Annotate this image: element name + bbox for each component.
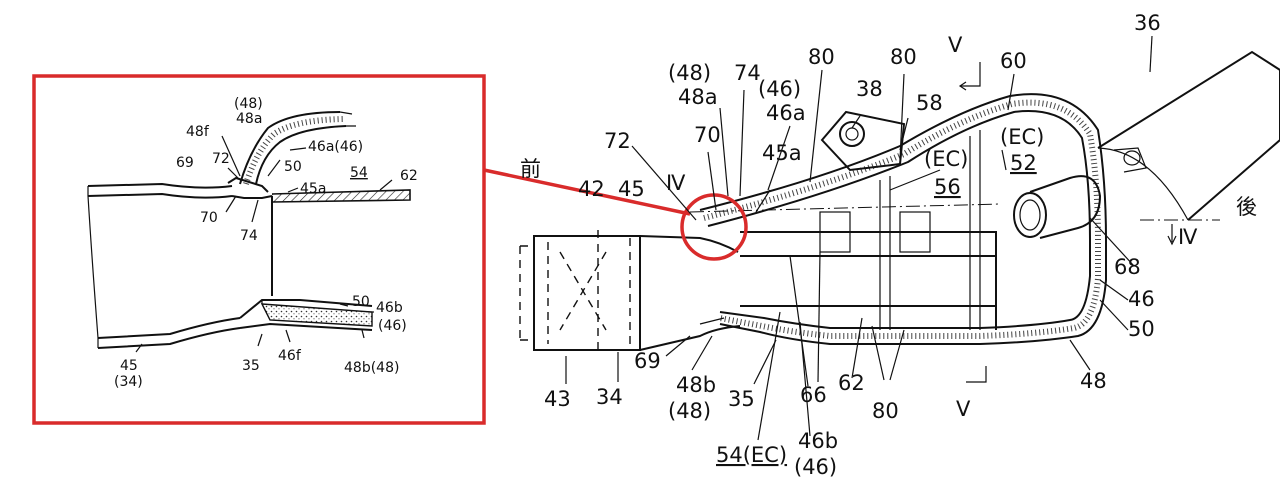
label-48-paren: (48) [668, 61, 711, 85]
inset-label-70: 70 [200, 210, 218, 226]
inlet-box-42 [533, 235, 641, 351]
label-56: 56 [934, 175, 961, 199]
flange-bolt [1123, 150, 1141, 166]
label-ec-52: (EC) [1000, 125, 1044, 149]
muffler-shell-inner-46 [707, 110, 1091, 329]
inset-label-48p: (48) [234, 96, 263, 112]
inset-label-50b: 50 [352, 294, 370, 310]
label-48a: 48a [678, 85, 718, 109]
inset-label-48f: 48f [186, 124, 210, 140]
label-54ec: 54(EC) [716, 443, 787, 467]
inset-pipe-62 [271, 189, 411, 203]
label-46: 46 [1128, 287, 1155, 311]
inset-label-62: 62 [400, 168, 418, 184]
label-iv-right: Ⅳ [1178, 225, 1198, 249]
label-front: 前 [520, 157, 541, 181]
label-43: 43 [544, 387, 571, 411]
main-figure [519, 35, 1280, 441]
outlet-pipe-68 [1029, 175, 1102, 239]
label-68: 68 [1114, 255, 1141, 279]
label-50: 50 [1128, 317, 1155, 341]
inset-wall-46a [255, 125, 347, 185]
label-80-top-right: 80 [890, 45, 917, 69]
pipe-66 [819, 211, 851, 253]
highlight-circle [680, 193, 748, 261]
label-48b-paren: (48) [668, 399, 711, 423]
muffler-insulation-50 [703, 99, 1101, 339]
label-80-top-left: 80 [808, 45, 835, 69]
tail-pipe-36 [1097, 50, 1280, 221]
label-60: 60 [1000, 49, 1027, 73]
inset-frame [32, 74, 486, 425]
inset-label-45: 45 [120, 358, 138, 374]
label-70: 70 [694, 123, 721, 147]
label-46b-paren: (46) [794, 455, 837, 479]
label-35: 35 [728, 387, 755, 411]
label-74: 74 [734, 61, 761, 85]
inset-label-48b: 48b(48) [344, 360, 399, 376]
partition-upper [740, 231, 997, 330]
inset-label-48a: 48a [236, 111, 262, 127]
label-80-bottom: 80 [872, 399, 899, 423]
inset-label-45a: 45a [300, 181, 326, 197]
label-46-paren: (46) [758, 77, 801, 101]
label-52: 52 [1010, 151, 1037, 175]
main-labels: 36 80 80 Ⅴ 60 (48) 48a 74 (46) 46a 38 58… [520, 11, 1257, 479]
label-ec-56: (EC) [924, 147, 968, 171]
muffler-shell-outer-48 [699, 93, 1107, 345]
inset-label-74: 74 [240, 228, 258, 244]
callout-connector [483, 168, 691, 216]
label-rear: 後 [1236, 195, 1257, 219]
inset-pipe-upper-inner [87, 192, 233, 199]
inset-insulation-50-lower [260, 303, 373, 327]
inset-insulation-50-upper [243, 116, 344, 185]
label-34: 34 [596, 385, 623, 409]
detail-inset: (48) 48a 48f 69 72 50 46a(46) 54 62 45a … [32, 74, 486, 425]
label-46b: 46b [798, 429, 838, 453]
inset-label-50a: 50 [284, 159, 302, 175]
inset-label-34: (34) [114, 374, 143, 390]
label-72: 72 [604, 129, 631, 153]
inset-pipe-upper-outer [87, 182, 233, 189]
inset-label-72: 72 [212, 151, 230, 167]
inset-label-46b: 46b [376, 300, 403, 316]
label-36: 36 [1134, 11, 1161, 35]
label-38: 38 [856, 77, 883, 101]
inset-label-46b-paren: (46) [378, 318, 407, 334]
inset-wall-48a [239, 111, 341, 185]
inset-label-46a: 46a(46) [308, 139, 363, 155]
label-58: 58 [916, 91, 943, 115]
inset-label-46f: 46f [278, 348, 302, 364]
inset-label-35: 35 [242, 358, 260, 374]
inset-label-69: 69 [176, 155, 194, 171]
label-v-bottom: Ⅴ [956, 397, 971, 421]
label-iv-left: Ⅳ [666, 171, 686, 195]
label-62: 62 [838, 371, 865, 395]
label-45a: 45a [762, 141, 802, 165]
inset-label-54: 54 [350, 165, 368, 181]
label-v-top: Ⅴ [948, 33, 963, 57]
inset-pipe-lower-outer [97, 317, 241, 339]
label-45: 45 [618, 177, 645, 201]
label-66: 66 [800, 383, 827, 407]
label-48: 48 [1080, 369, 1107, 393]
label-69: 69 [634, 349, 661, 373]
label-46a: 46a [766, 101, 806, 125]
label-48b: 48b [676, 373, 716, 397]
label-42: 42 [578, 177, 605, 201]
